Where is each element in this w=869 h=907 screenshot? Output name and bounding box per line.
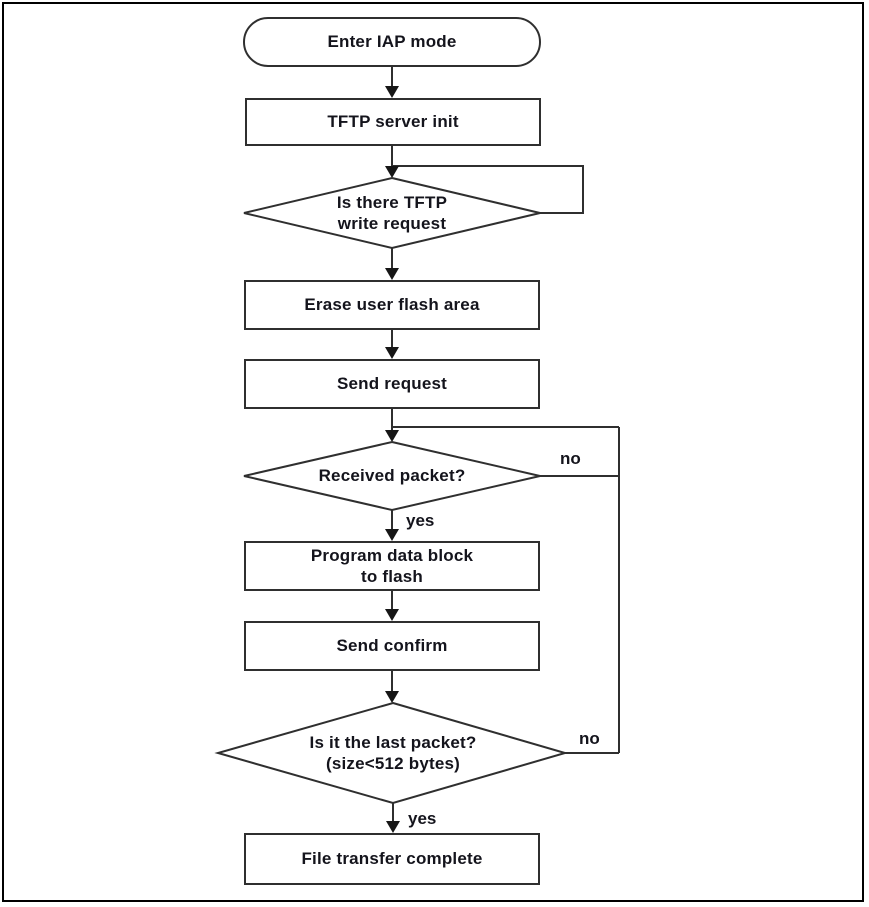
edge-label-lastpacket-yes: yes	[408, 809, 437, 828]
decision-label-received-packet: Received packet?	[272, 456, 512, 496]
arrowhead-icon	[385, 268, 399, 280]
decision-received-packet	[243, 440, 541, 512]
terminator-enter-iap-mode: Enter IAP mode	[243, 17, 541, 67]
node-label: Send confirm	[336, 636, 448, 656]
process-send-request: Send request	[244, 359, 540, 409]
process-erase-user-flash-area: Erase user flash area	[244, 280, 540, 330]
process-tftp-server-init: TFTP server init	[245, 98, 541, 146]
process-send-confirm: Send confirm	[244, 621, 540, 671]
node-label: TFTP server init	[327, 112, 459, 132]
arrowhead-icon	[385, 347, 399, 359]
arrowhead-icon	[385, 86, 399, 98]
node-label: Send request	[336, 374, 448, 394]
process-program-data-block: Program data block to flash	[244, 541, 540, 591]
edge-label-received-no: no	[560, 449, 581, 468]
node-label: Erase user flash area	[304, 295, 480, 315]
arrowhead-icon	[385, 166, 399, 178]
arrowhead-icon	[385, 691, 399, 703]
node-label: Is there TFTP write request	[336, 192, 448, 233]
edge-writereq-no-loop	[393, 165, 584, 214]
node-label: File transfer complete	[301, 849, 483, 869]
edge-label-received-yes: yes	[406, 511, 435, 530]
decision-last-packet	[214, 701, 569, 805]
arrowhead-icon	[385, 430, 399, 442]
node-label: Enter IAP mode	[327, 32, 457, 52]
node-label: Received packet?	[318, 466, 466, 486]
node-label: Is it the last packet? (size<512 bytes)	[309, 732, 477, 773]
node-label: Program data block to flash	[310, 545, 474, 586]
process-file-transfer-complete: File transfer complete	[244, 833, 540, 885]
arrowhead-icon	[385, 529, 399, 541]
arrowhead-icon	[386, 821, 400, 833]
arrowhead-icon	[385, 609, 399, 621]
decision-label-tftp-write-request: Is there TFTP write request	[292, 183, 492, 243]
decision-label-last-packet: Is it the last packet? (size<512 bytes)	[273, 723, 513, 783]
decision-tftp-write-request	[243, 176, 541, 250]
edge-label-lastpacket-no: no	[579, 729, 600, 748]
